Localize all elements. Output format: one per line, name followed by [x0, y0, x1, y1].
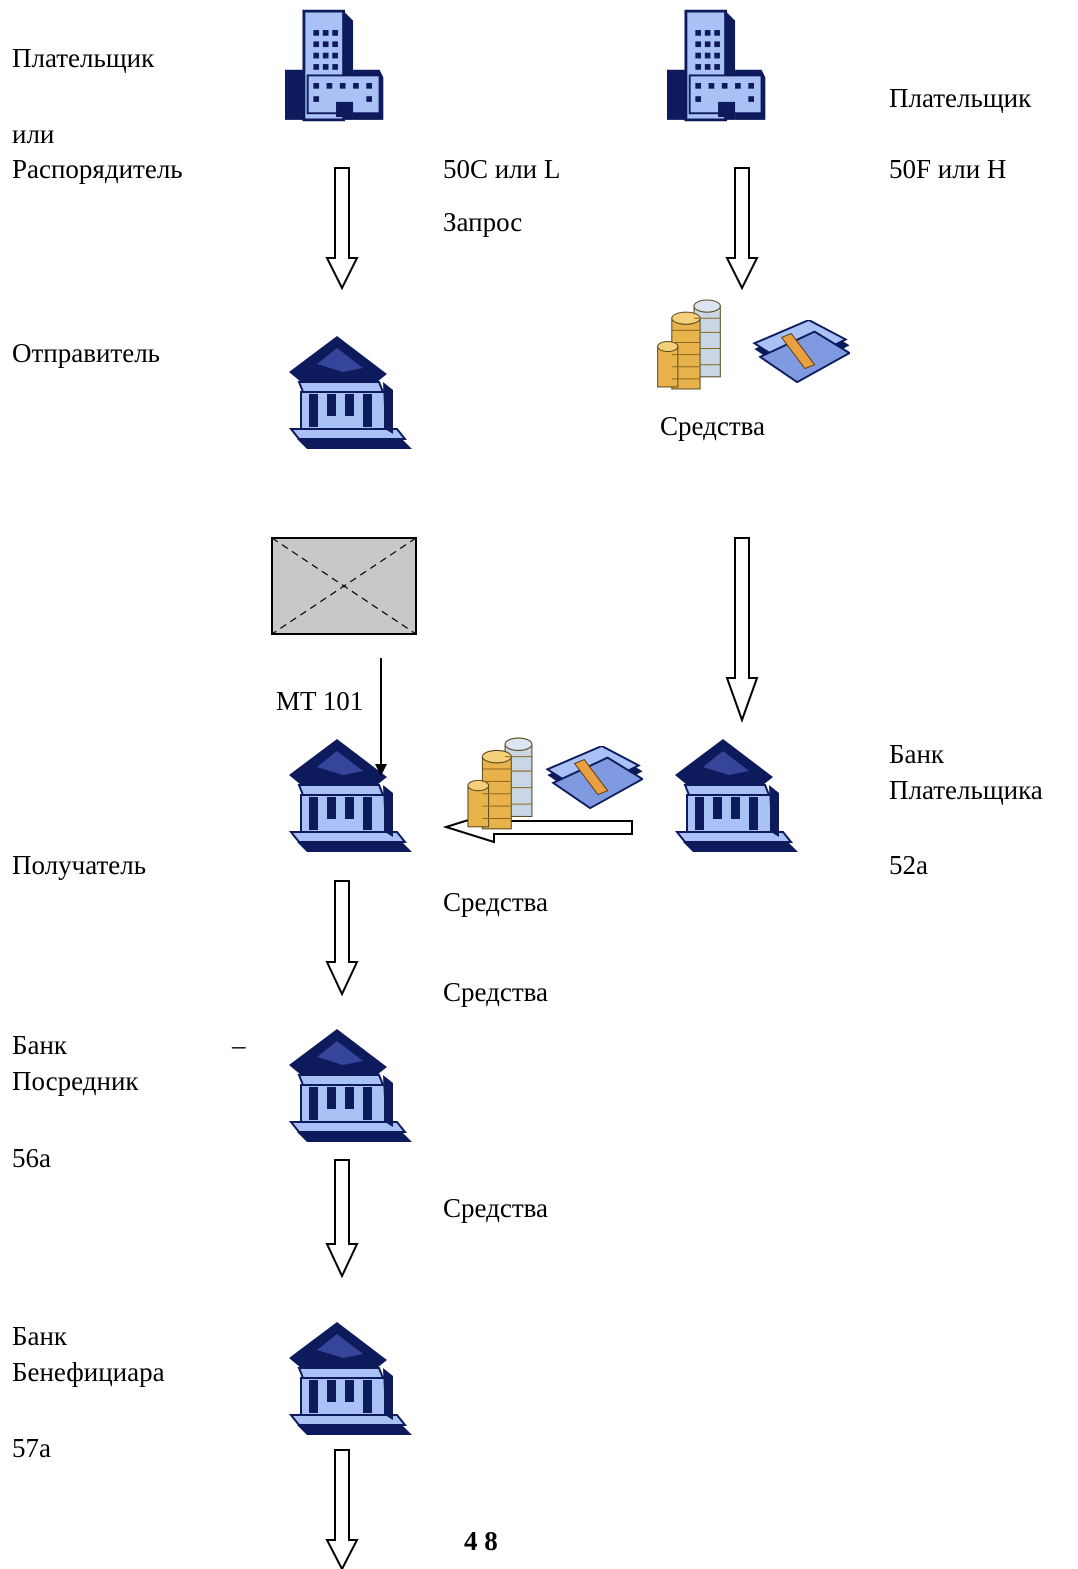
beneficiary-bank-icon	[288, 1321, 412, 1435]
down-arrow-right-top	[725, 167, 759, 291]
or-label: или	[12, 119, 55, 149]
down-arrow-payer-to-sender	[325, 167, 359, 291]
coins-icon-top	[657, 299, 721, 390]
sender-bank-icon	[288, 335, 412, 449]
payer-bank-icon	[674, 738, 798, 852]
field-50fh-label: 50F или H	[889, 154, 1007, 184]
intermediary-bank-label-line2: Посредник	[12, 1066, 139, 1096]
field-52a-label: 52a	[889, 850, 928, 880]
receiver-bank-icon	[288, 738, 412, 852]
mt101-label: MT 101	[276, 686, 364, 716]
message-placeholder-icon	[271, 537, 417, 635]
down-arrow-intermediary-to-beneficiary	[325, 1159, 359, 1279]
beneficiary-bank-label-line1: Банк	[12, 1321, 68, 1351]
coins-icon-mid	[467, 737, 533, 830]
funds-label-mid2: Средства	[443, 977, 549, 1007]
request-label: Запрос	[443, 207, 523, 237]
payer-building-icon-left	[285, 9, 385, 122]
page-number: 4 8	[464, 1526, 498, 1556]
beneficiary-bank-label-line2: Бенефициара	[12, 1357, 165, 1387]
sender-label: Отправитель	[12, 338, 160, 368]
down-arrow-receiver-to-intermediary	[325, 880, 359, 997]
field-50cl-label: 50C или L	[443, 154, 561, 184]
down-arrow-right-mid	[725, 537, 759, 723]
intermediary-dash: –	[232, 1030, 246, 1060]
mt101-arrow	[375, 658, 387, 776]
receiver-label: Получатель	[12, 850, 147, 880]
cash-bundle-icon-top	[753, 320, 850, 384]
field-57a-label: 57a	[12, 1433, 51, 1463]
intermediary-bank-icon	[288, 1028, 412, 1142]
funds-label-low: Средства	[443, 1193, 549, 1223]
orderer-label: Распорядитель	[12, 154, 183, 184]
payer-building-icon-right	[667, 9, 767, 122]
payer-label-left: Плательщик	[12, 43, 155, 73]
intermediary-bank-label-line1: Банк	[12, 1030, 68, 1060]
payer-label-right: Плательщик	[889, 83, 1032, 113]
payer-bank-label-line2: Плательщика	[889, 775, 1043, 805]
funds-label-top: Средства	[660, 411, 766, 441]
payer-bank-label-line1: Банк	[889, 739, 945, 769]
funds-label-mid: Средства	[443, 887, 549, 917]
field-56a-label: 56a	[12, 1143, 51, 1173]
down-arrow-beneficiary-out	[325, 1449, 359, 1569]
cash-bundle-icon-mid	[546, 746, 643, 810]
